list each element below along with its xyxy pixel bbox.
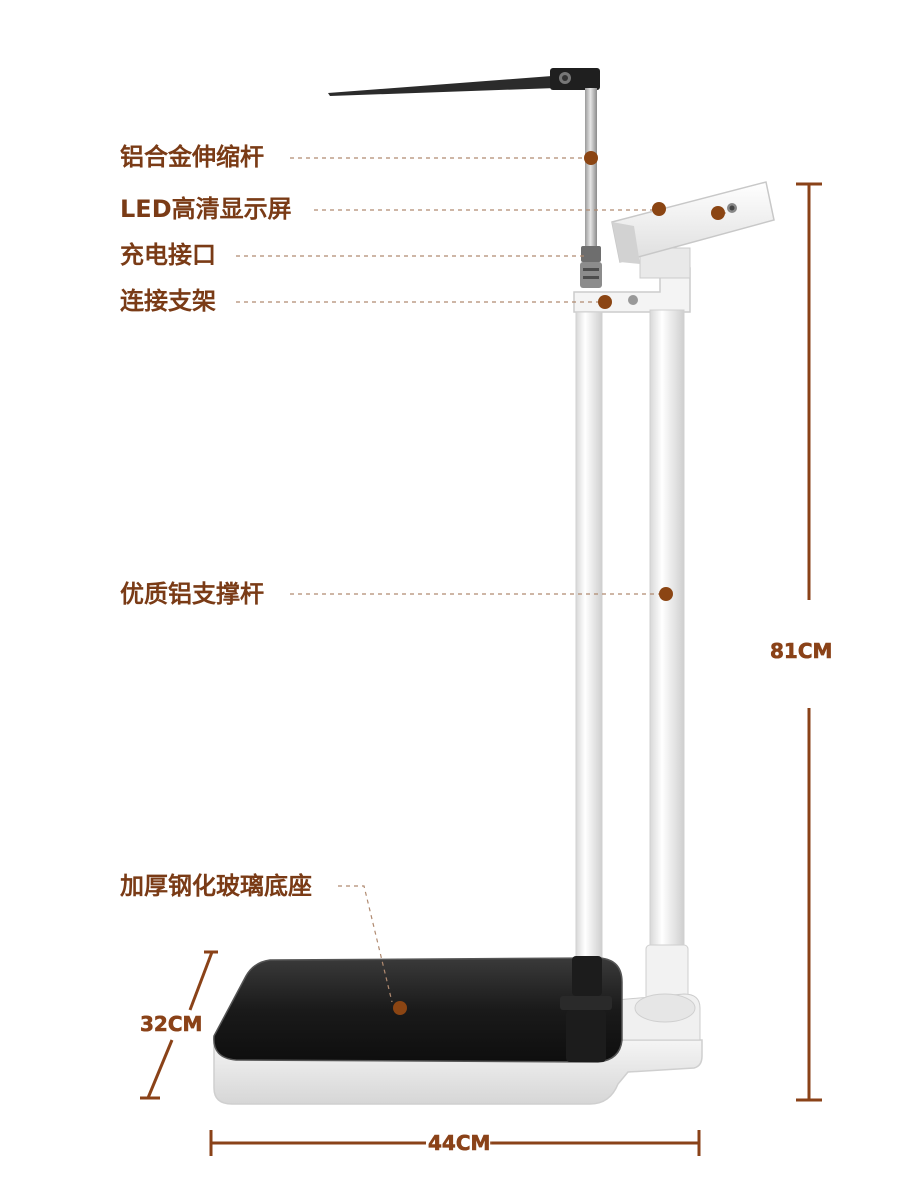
height-dimension bbox=[796, 182, 822, 1102]
dot-charging-port bbox=[711, 206, 725, 220]
width-dimension bbox=[209, 1130, 701, 1156]
dot-led-screen bbox=[652, 202, 666, 216]
callout-lines bbox=[236, 157, 730, 1003]
telescopic-rod bbox=[580, 88, 602, 288]
height-label: 81CM bbox=[770, 639, 833, 663]
pole-foot bbox=[560, 956, 612, 1062]
label-bracket: 连接支架 bbox=[120, 287, 216, 315]
label-glass-base: 加厚钢化玻璃底座 bbox=[120, 872, 312, 900]
dot-alloy-rod bbox=[584, 151, 598, 165]
depth-label: 32CM bbox=[140, 1012, 203, 1036]
led-display-box bbox=[611, 181, 775, 264]
label-charging-port: 充电接口 bbox=[120, 241, 216, 269]
width-label: 44CM bbox=[428, 1131, 491, 1155]
dot-bracket bbox=[598, 295, 612, 309]
dot-support-rod bbox=[659, 587, 673, 601]
head-pointer bbox=[328, 68, 600, 96]
dot-glass-base bbox=[393, 1001, 407, 1015]
label-support-rod: 优质铝支撑杆 bbox=[120, 580, 264, 608]
depth-dimension bbox=[140, 950, 218, 1100]
label-led-screen: LED高清显示屏 bbox=[120, 195, 292, 223]
support-pole bbox=[645, 309, 689, 1006]
label-alloy-rod: 铝合金伸缩杆 bbox=[120, 143, 264, 171]
glass-platform bbox=[213, 957, 623, 1063]
front-pole bbox=[575, 311, 603, 973]
callout-dots bbox=[393, 151, 725, 1015]
